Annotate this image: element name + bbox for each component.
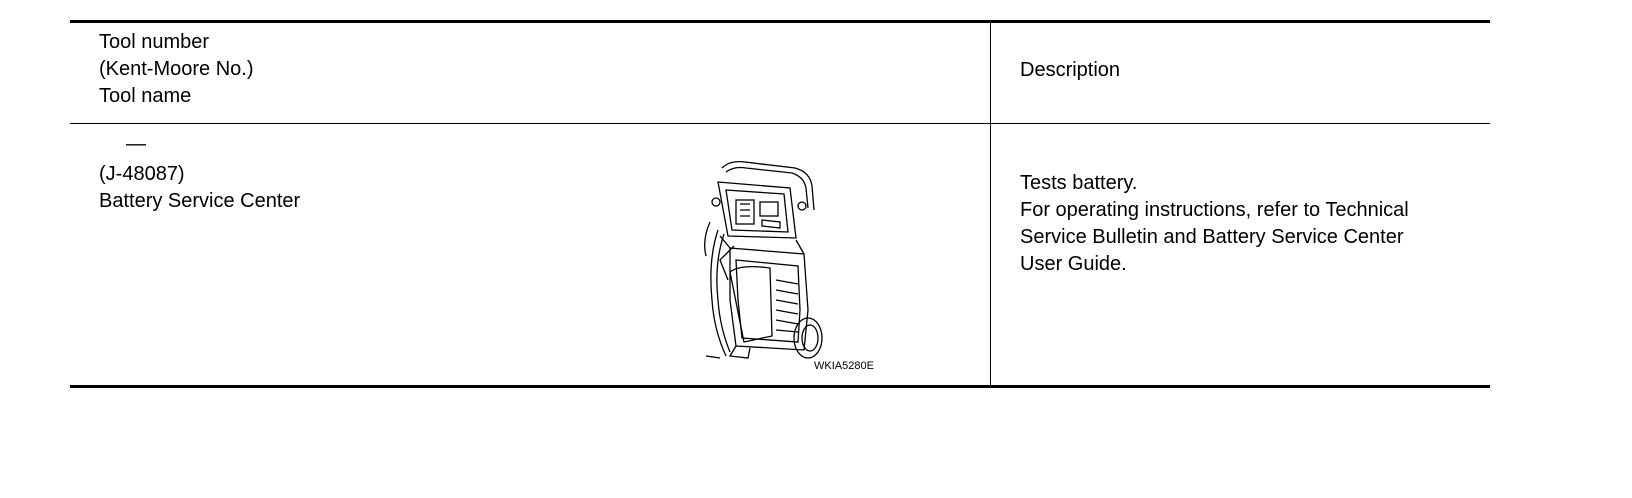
table-bottom-rule (70, 385, 1490, 388)
header-tool-name: Tool name (99, 85, 192, 107)
kent-moore-number: (J-48087) (99, 163, 185, 185)
description-line: Service Bulletin and Battery Service Cen… (1020, 226, 1404, 248)
tool-info: (J-48087) Battery Service Center (99, 161, 300, 215)
header-divider (70, 123, 1490, 124)
illustration-code: WKIA5280E (814, 360, 874, 372)
tool-name: Battery Service Center (99, 190, 301, 212)
column-divider (990, 22, 991, 386)
description-line: Tests battery. (1020, 172, 1138, 194)
header-description: Description (1020, 59, 1121, 81)
tool-description: Tests battery. For operating instruction… (1020, 170, 1409, 278)
description-line: User Guide. (1020, 253, 1127, 275)
tool-number-value: — (126, 133, 146, 155)
description-line: For operating instructions, refer to Tec… (1020, 199, 1409, 221)
battery-service-center-illustration (704, 160, 823, 359)
table-top-rule (70, 20, 1490, 23)
header-tool-number: Tool number (99, 31, 210, 53)
header-kent-moore: (Kent-Moore No.) (99, 58, 254, 80)
header-tool-info: Tool number (Kent-Moore No.) Tool name (99, 29, 254, 110)
